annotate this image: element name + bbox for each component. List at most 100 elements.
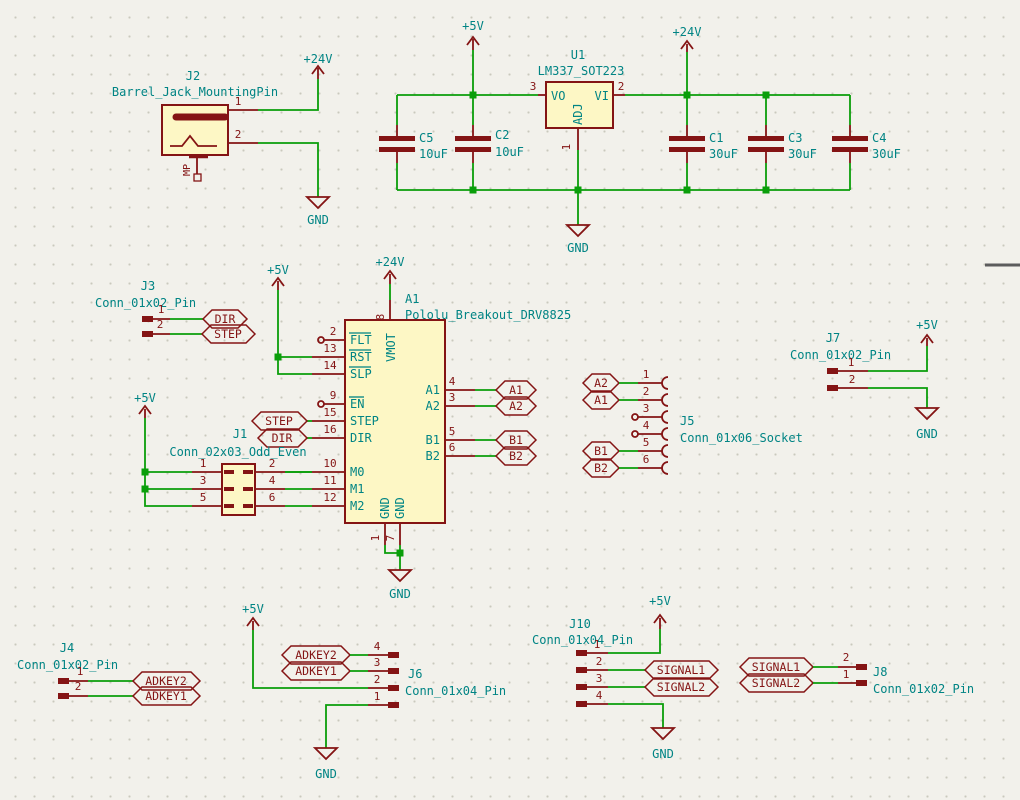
component-j10[interactable]: J10 Conn_01x04_Pin 1 2 3 4	[532, 617, 633, 707]
power-flag-5v-j7[interactable]: +5V	[916, 318, 938, 346]
component-c1[interactable]: C1 30uF	[669, 125, 738, 163]
net-label-a1-j5[interactable]: A1	[581, 390, 621, 410]
net-label-adkey1-j4[interactable]: ADKEY1	[131, 686, 202, 706]
net-label-step-a1[interactable]: STEP	[250, 411, 309, 431]
j3-value: Conn_01x02_Pin	[95, 296, 196, 310]
net-label-a2-j5[interactable]: A2	[581, 373, 621, 393]
gnd-label: GND	[307, 213, 329, 227]
net-label-b1-j5[interactable]: B1	[581, 441, 621, 461]
wires-j2[interactable]	[258, 79, 319, 197]
net-label-adkey2-j4[interactable]: ADKEY2	[131, 671, 202, 691]
net-label-signal1-j10[interactable]: SIGNAL1	[643, 660, 720, 680]
component-u1[interactable]: U1 LM337_SOT223 3 VO 2 VI 1 ADJ	[530, 48, 625, 150]
net-label-b2-j5[interactable]: B2	[581, 458, 621, 478]
wires-j4[interactable]	[88, 680, 133, 697]
junction	[762, 91, 770, 99]
net-label-dir-a1[interactable]: DIR	[256, 428, 309, 448]
power-flag-24v-caps[interactable]: +24V	[673, 25, 702, 52]
power-flag-5v-top[interactable]: +5V	[462, 19, 484, 50]
gnd-symbol-j2[interactable]: GND	[304, 196, 332, 227]
net-label-b2[interactable]: B2	[494, 446, 538, 466]
component-c3[interactable]: C3 30uF	[748, 125, 817, 163]
power-arrow-head	[383, 269, 397, 280]
net-label-dir-j3[interactable]: DIR	[201, 309, 249, 329]
net-label-outline	[494, 380, 538, 400]
gnd-triangle	[304, 196, 332, 210]
wire	[277, 290, 312, 375]
component-j7[interactable]: J7 Conn_01x02_Pin 1 2	[790, 331, 891, 391]
component-c5[interactable]: C5 10uF	[379, 125, 448, 163]
wires-j10[interactable]	[608, 629, 664, 728]
power-flag-5v-j1[interactable]: +5V	[134, 391, 156, 418]
component-j4[interactable]: J4 Conn_01x02_Pin 1 2	[17, 641, 118, 699]
gnd-symbol-j6[interactable]: GND	[312, 747, 340, 781]
gnd-triangle	[386, 569, 414, 583]
net-label-a1[interactable]: A1	[494, 380, 538, 400]
c3-value: 30uF	[788, 147, 817, 161]
u1-vi-name: VI	[595, 89, 609, 103]
j2-body	[161, 104, 229, 156]
j2-ref: J2	[186, 69, 200, 83]
component-j2[interactable]: J2 Barrel_Jack_MountingPin MP 1 2	[112, 69, 278, 182]
c4-value: 30uF	[872, 147, 901, 161]
gnd-symbol-j10[interactable]: GND	[649, 727, 677, 761]
cap-plate	[455, 147, 491, 152]
gnd-symbol-a1[interactable]: GND	[386, 569, 414, 601]
c5-value: 10uF	[419, 147, 448, 161]
power-flag-5v-j10[interactable]: +5V	[649, 594, 671, 629]
power-flag-5v-rst[interactable]: +5V	[267, 263, 289, 290]
net-label-text: B1	[509, 433, 523, 447]
net-label-outline	[643, 677, 720, 697]
wires-j1[interactable]	[141, 418, 313, 507]
j6-ref: J6	[408, 667, 422, 681]
net-label-step-j3[interactable]: STEP	[200, 324, 257, 344]
power-flag-5v-j6[interactable]: +5V	[242, 602, 264, 630]
wires-j5[interactable]	[619, 382, 638, 469]
cap-plate	[832, 147, 868, 152]
net-label-outline	[131, 686, 202, 706]
wire	[868, 346, 928, 372]
net-label-outline	[494, 446, 538, 466]
j6-pin2-number: 2	[374, 673, 381, 686]
u1-ref: U1	[571, 48, 585, 62]
j6-pin1-pad	[388, 702, 399, 708]
wires-j7[interactable]	[868, 346, 928, 408]
wires-j8[interactable]	[813, 666, 838, 684]
u1-pin1-number: 1	[560, 144, 573, 151]
j1-notch	[243, 487, 253, 491]
a1-slp-name: SLP	[350, 367, 372, 381]
a1-pin7-number: 7	[384, 535, 397, 542]
wire	[384, 545, 400, 554]
gnd-label: GND	[389, 587, 411, 601]
net-label-b1[interactable]: B1	[494, 430, 538, 450]
component-j5[interactable]: J5 Conn_01x06_Socket 1 2 3 4 5 6	[631, 368, 803, 475]
net-label-signal2-j10[interactable]: SIGNAL2	[643, 677, 720, 697]
power-24v-label: +24V	[376, 255, 405, 269]
gnd-symbol-u1[interactable]: GND	[564, 224, 592, 255]
component-j8[interactable]: J8 Conn_01x02_Pin 2 1	[838, 651, 974, 696]
j5-pin3-number: 3	[643, 402, 650, 415]
component-j3[interactable]: J3 Conn_01x02_Pin 1 2	[95, 279, 196, 337]
net-label-a2[interactable]: A2	[494, 396, 538, 416]
a1-a2-name: A2	[426, 399, 440, 413]
wires-j6[interactable]	[252, 630, 368, 748]
gnd-symbol-j7[interactable]: GND	[913, 407, 941, 441]
c3-ref: C3	[788, 131, 802, 145]
power-flag-24v-j2[interactable]: +24V	[304, 52, 333, 79]
net-label-outline	[200, 324, 257, 344]
component-j1[interactable]: J1 Conn_02x03_Odd_Even 1 3 5 2 4 6	[169, 427, 307, 516]
component-c2[interactable]: C2 10uF	[455, 125, 524, 163]
a1-pin6-number: 6	[449, 441, 456, 454]
gnd-label: GND	[916, 427, 938, 441]
component-j6[interactable]: J6 Conn_01x04_Pin 4 3 2 1	[368, 640, 506, 708]
wires-j3[interactable]	[170, 318, 203, 335]
j10-pin2-number: 2	[596, 655, 603, 668]
c2-ref: C2	[495, 128, 509, 142]
power-flag-24v-a1[interactable]: +24V	[376, 255, 405, 284]
j8-ref: J8	[873, 665, 887, 679]
wires-regulator[interactable]	[396, 50, 851, 225]
component-c4[interactable]: C4 30uF	[832, 125, 901, 163]
cap-plate	[379, 147, 415, 152]
component-a1[interactable]: A1 Pololu_Breakout_DRV8825 8 VMOT 2 FLT …	[312, 292, 571, 545]
